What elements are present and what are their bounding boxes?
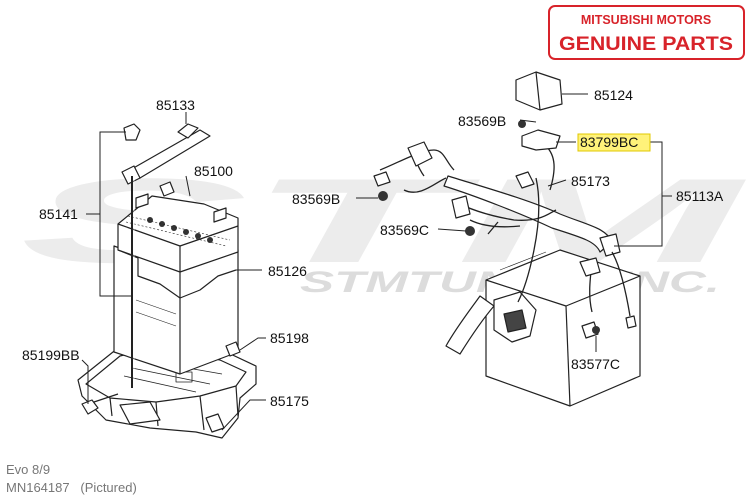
brand-line2: GENUINE PARTS (559, 34, 733, 55)
part-label-85141[interactable]: 85141 (39, 206, 78, 222)
part-highlight (577, 133, 651, 152)
harness-assembly (373, 71, 641, 407)
part-labels: 85133 85100 85141 85126 85198 85199BB 85… (22, 87, 724, 409)
part-number-caption: MN164187 (Pictured) (6, 480, 137, 495)
leader-lines-left (81, 112, 266, 431)
part-label-83577c[interactable]: 83577C (571, 356, 620, 372)
leader-lines-right (356, 93, 672, 352)
model-caption: Evo 8/9 (6, 462, 51, 477)
bolt-drawing (81, 341, 241, 415)
part-label-85124[interactable]: 85124 (594, 87, 633, 103)
part-label-85113a[interactable]: 85113A (676, 188, 724, 204)
part-label-83569b-top[interactable]: 83569B (458, 113, 506, 129)
part-label-85198[interactable]: 85198 (270, 330, 309, 346)
part-label-85133[interactable]: 85133 (156, 97, 195, 113)
battery-right-drawing (485, 249, 641, 407)
connector-drawing (373, 71, 637, 339)
part-label-83799bc[interactable]: 83799BC (580, 134, 638, 150)
part-label-85173[interactable]: 85173 (571, 173, 610, 189)
part-label-85100[interactable]: 85100 (194, 163, 233, 179)
wire-loom-drawing (443, 175, 621, 355)
part-label-83569b-left[interactable]: 83569B (292, 191, 340, 207)
battery-tray-assembly (77, 123, 257, 439)
part-label-85126[interactable]: 85126 (268, 263, 307, 279)
genuine-parts-badge: MITSUBISHI MOTORS GENUINE PARTS (548, 5, 745, 60)
hold-down-bar-drawing (121, 123, 211, 388)
part-label-85199bb[interactable]: 85199BB (22, 347, 80, 363)
part-label-85175[interactable]: 85175 (270, 393, 309, 409)
battery-drawing (117, 193, 239, 273)
brand-line1: MITSUBISHI MOTORS (581, 13, 711, 27)
part-label-83569c[interactable]: 83569C (380, 222, 429, 238)
